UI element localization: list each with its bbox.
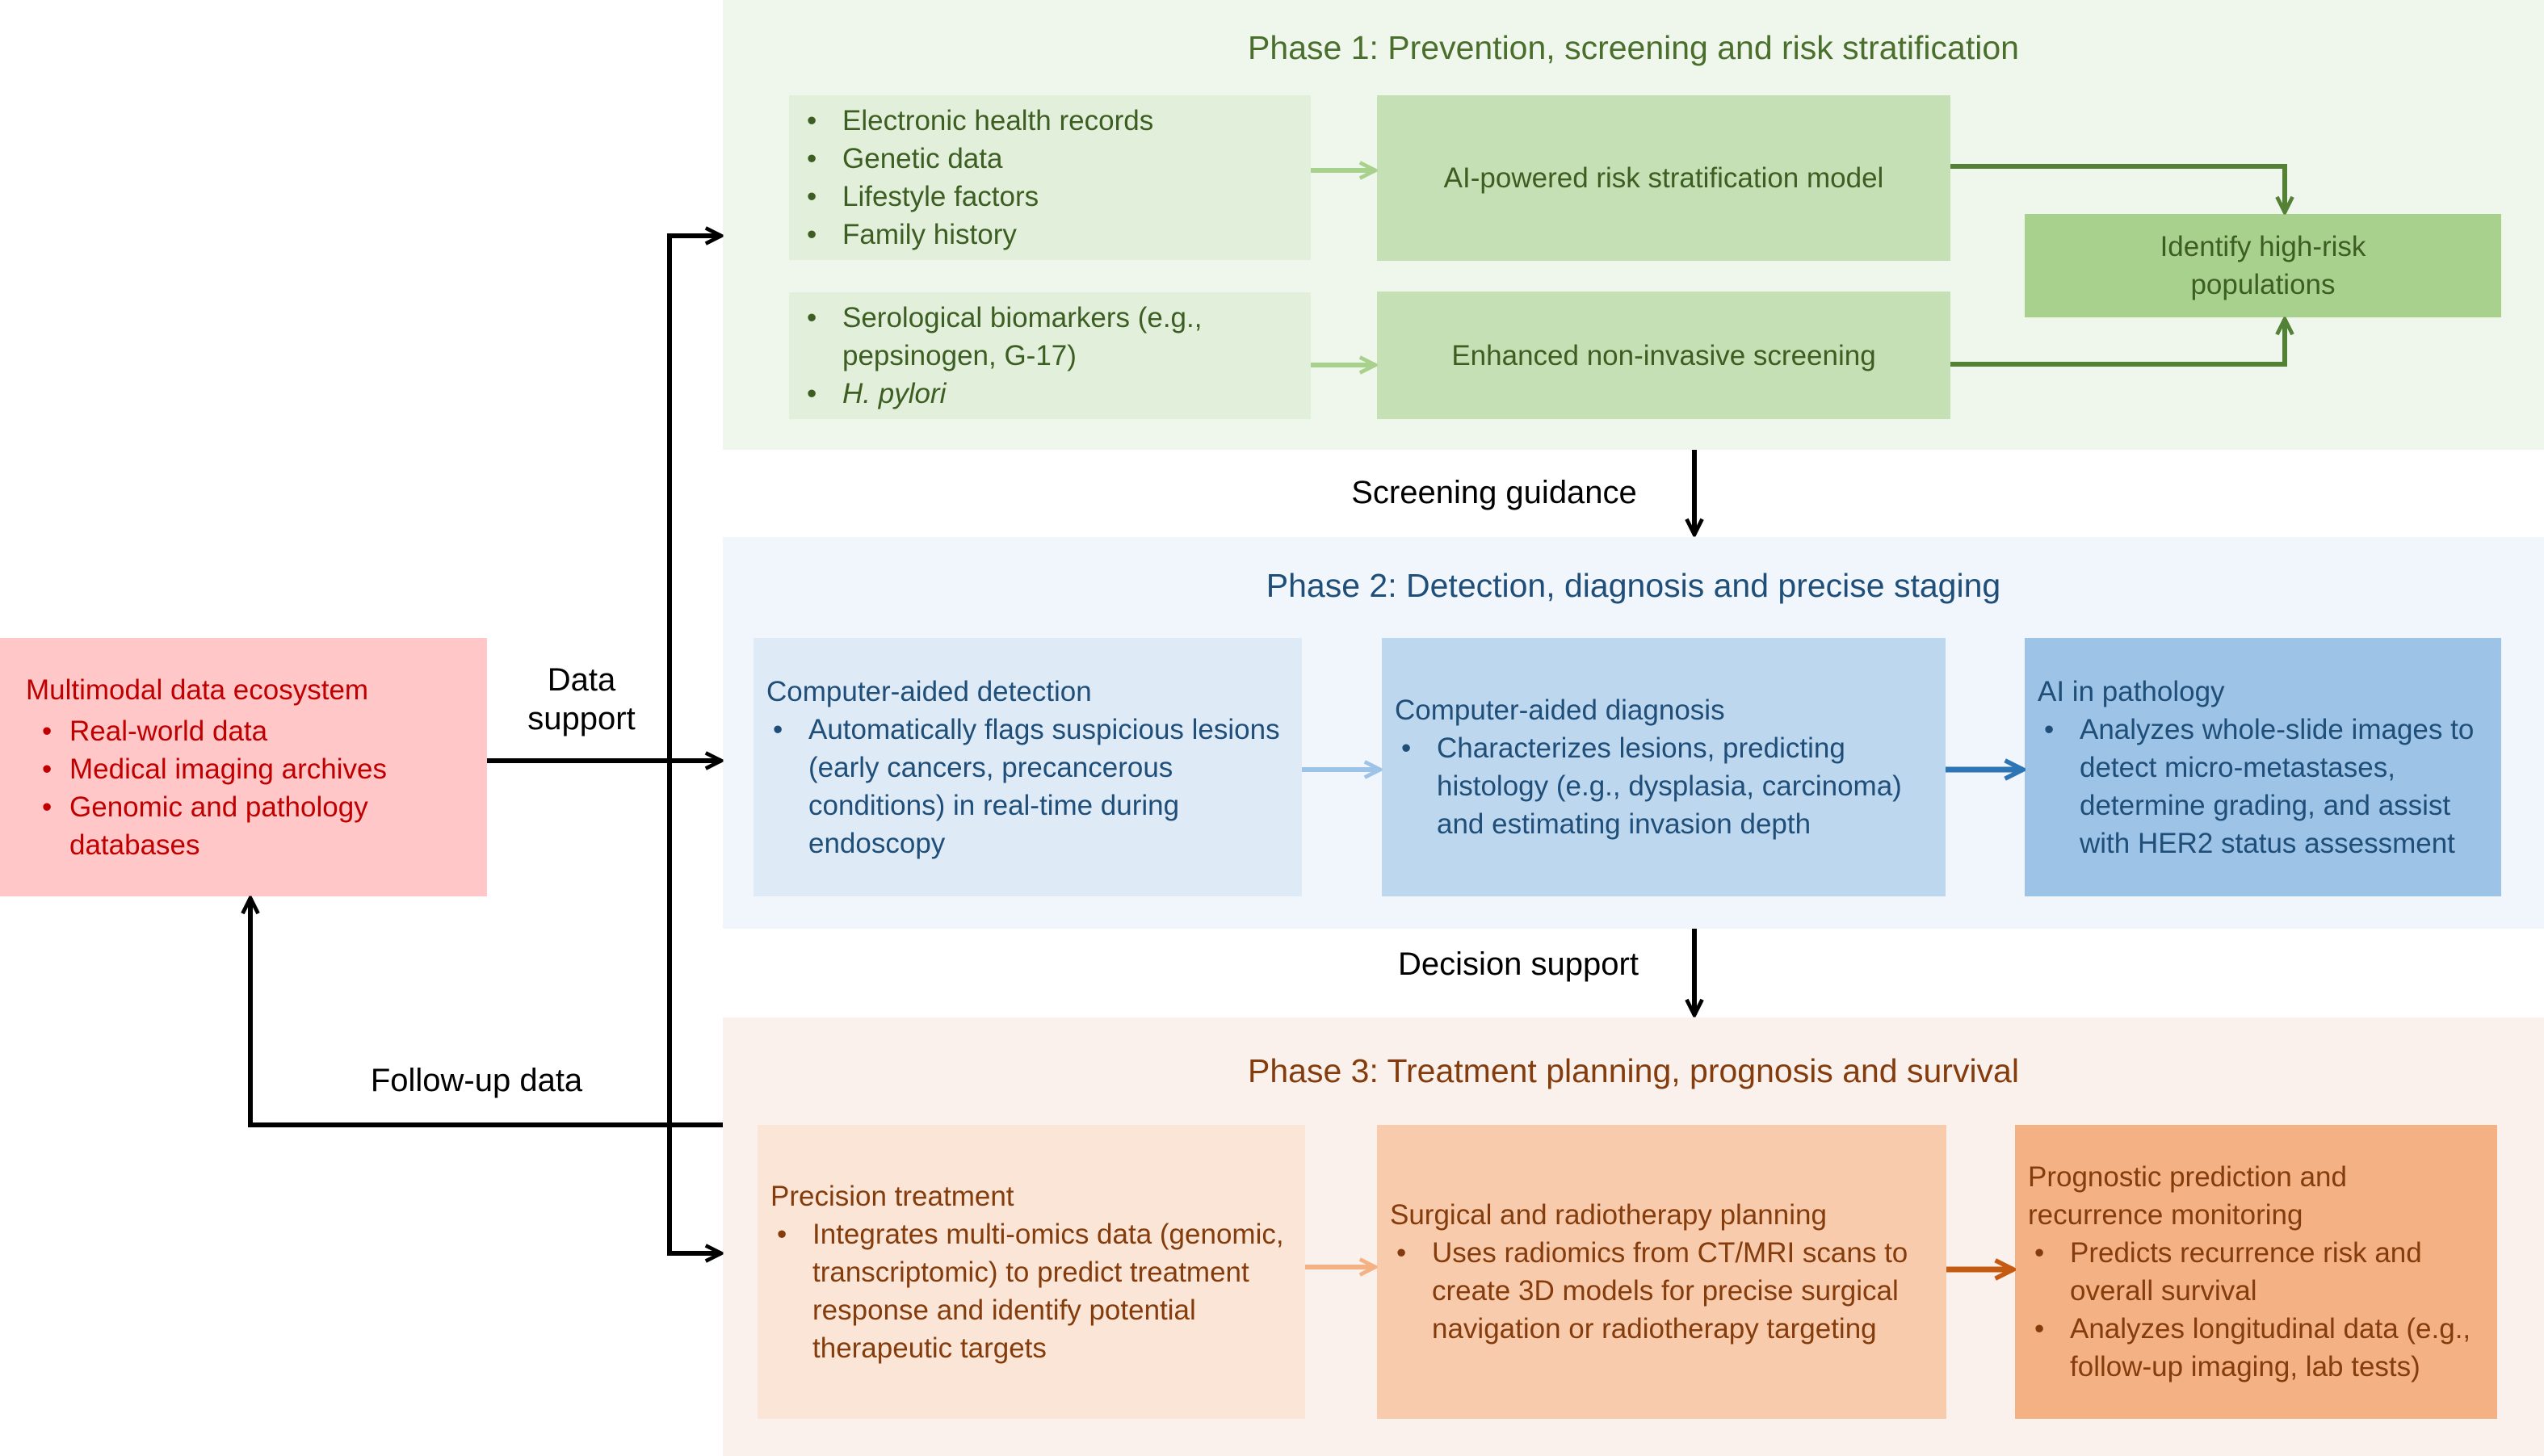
box-heading: AI in pathology bbox=[2038, 675, 2225, 707]
box-heading: Computer-aided detection bbox=[766, 675, 1092, 707]
ecosystem-box: Multimodal data ecosystem •Real-world da… bbox=[0, 638, 487, 896]
box-heading: Prognostic prediction and recurrence mon… bbox=[2028, 1161, 2347, 1231]
list-item: •Analyzes whole-slide images to detect m… bbox=[2038, 711, 2488, 862]
list-item: •Analyzes longitudinal data (e.g., follo… bbox=[2028, 1310, 2484, 1386]
bullet-icon: • bbox=[42, 753, 52, 785]
list-item: •Integrates multi-omics data (genomic, t… bbox=[770, 1215, 1292, 1367]
list-item: •Genomic and pathology databases bbox=[42, 788, 469, 864]
screening-label: Enhanced non-invasive screening bbox=[1451, 339, 1876, 371]
bullet-icon: • bbox=[2034, 1237, 2045, 1269]
box-heading: Computer-aided diagnosis bbox=[1395, 694, 1725, 726]
bullet-icon: • bbox=[42, 791, 52, 823]
phase2-title: Phase 2: Detection, diagnosis and precis… bbox=[1266, 567, 2001, 604]
screening-box: Enhanced non-invasive screening bbox=[1377, 292, 1950, 419]
ecosystem-title: Multimodal data ecosystem bbox=[26, 673, 369, 706]
box-heading: Precision treatment bbox=[770, 1180, 1014, 1212]
follow-up-label: Follow-up data bbox=[370, 1063, 583, 1098]
phase3-title: Phase 3: Treatment planning, prognosis a… bbox=[1248, 1052, 2019, 1089]
phase2-box-diagnosis: Computer-aided diagnosis •Characterizes … bbox=[1382, 638, 1946, 896]
bullet-icon: • bbox=[1396, 1237, 1407, 1269]
bullet-icon: • bbox=[1401, 732, 1412, 764]
bullet-icon: • bbox=[777, 1218, 787, 1250]
screening-guidance-label: Screening guidance bbox=[1351, 475, 1637, 510]
box-heading: Surgical and radiotherapy planning bbox=[1390, 1199, 1827, 1231]
ecosystem-list: •Real-world data •Medical imaging archiv… bbox=[26, 712, 469, 864]
list-item: •Family history bbox=[800, 216, 1311, 254]
list-item: •H. pylori bbox=[800, 375, 1262, 413]
list-item: •Medical imaging archives bbox=[42, 750, 469, 788]
list-item: •Predicts recurrence risk and overall su… bbox=[2028, 1234, 2484, 1310]
bullet-icon: • bbox=[807, 219, 817, 250]
bullet-icon: • bbox=[2044, 713, 2055, 745]
bullet-icon: • bbox=[773, 713, 783, 745]
bullet-icon: • bbox=[2034, 1313, 2045, 1345]
decision-support-label: Decision support bbox=[1398, 946, 1639, 982]
list-item: •Real-world data bbox=[42, 712, 469, 750]
risk-model-label: AI-powered risk stratification model bbox=[1443, 162, 1884, 194]
bullet-icon: • bbox=[807, 143, 817, 174]
bullet-icon: • bbox=[807, 105, 817, 136]
high-risk-box: Identify high-risk populations bbox=[2025, 214, 2501, 317]
bullet-icon: • bbox=[42, 715, 52, 747]
phase3-box-planning: Surgical and radiotherapy planning •Uses… bbox=[1377, 1125, 1946, 1419]
list-item: •Genetic data bbox=[800, 140, 1311, 178]
data-support-label: Data support bbox=[527, 662, 636, 736]
bullet-icon: • bbox=[807, 302, 817, 334]
bullet-icon: • bbox=[807, 181, 817, 212]
list-item: •Lifestyle factors bbox=[800, 178, 1311, 216]
list-item: •Automatically flags suspicious lesions … bbox=[766, 711, 1289, 862]
phase3-box-prognosis: Prognostic prediction and recurrence mon… bbox=[2015, 1125, 2497, 1419]
high-risk-label: Identify high-risk populations bbox=[2160, 231, 2366, 300]
phase1-title: Phase 1: Prevention, screening and risk … bbox=[1248, 29, 2019, 66]
phase3-box-precision: Precision treatment •Integrates multi-om… bbox=[758, 1125, 1305, 1419]
list-item: •Serological biomarkers (e.g., pepsinoge… bbox=[800, 299, 1262, 375]
phase1-inputs-b: •Serological biomarkers (e.g., pepsinoge… bbox=[789, 292, 1311, 419]
phase1-inputs-a: •Electronic health records •Genetic data… bbox=[789, 95, 1311, 260]
phase2-box-pathology: AI in pathology •Analyzes whole-slide im… bbox=[2025, 638, 2501, 896]
list-item: •Characterizes lesions, predicting histo… bbox=[1395, 729, 1933, 843]
list-item: •Uses radiomics from CT/MRI scans to cre… bbox=[1390, 1234, 1933, 1348]
phase2-box-detection: Computer-aided detection •Automatically … bbox=[754, 638, 1302, 896]
bullet-icon: • bbox=[807, 378, 817, 409]
risk-model-box: AI-powered risk stratification model bbox=[1377, 95, 1950, 261]
list-item: •Electronic health records bbox=[800, 102, 1311, 140]
